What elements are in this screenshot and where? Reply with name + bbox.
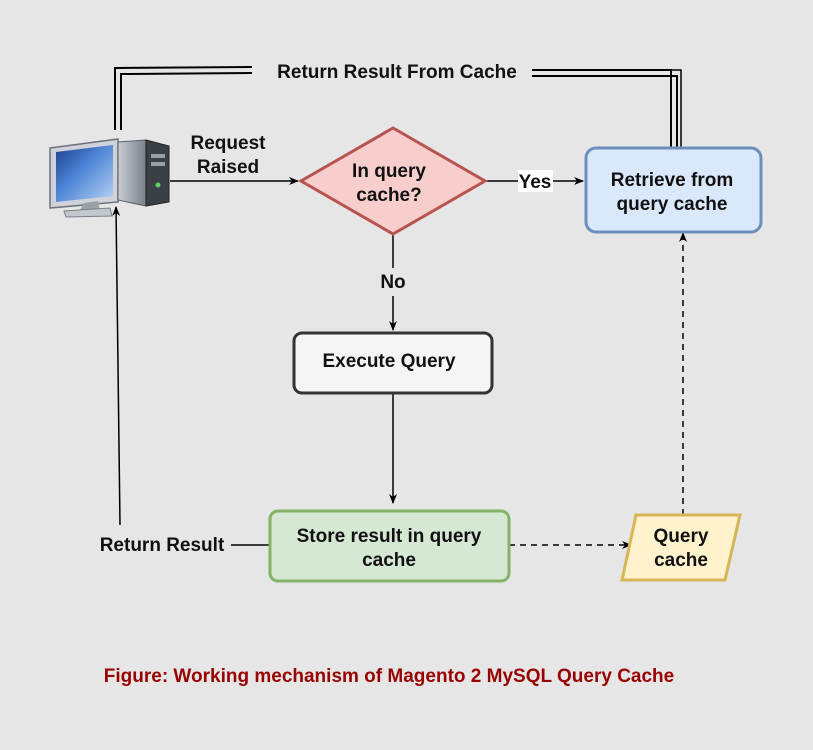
store-label-line2: cache <box>362 550 416 571</box>
query-cache-label-line1: Query <box>654 526 709 547</box>
decision-label-line2: cache? <box>356 185 421 206</box>
retrieve-label-line1: Retrieve from <box>611 170 734 191</box>
yes-label: Yes <box>519 172 552 193</box>
retrieve-from-cache-box <box>584 146 763 234</box>
computer-icon <box>49 138 170 218</box>
return-from-cache-connector <box>114 66 682 148</box>
return-result-arrow <box>112 206 121 526</box>
no-label: No <box>380 272 405 293</box>
request-label-line2: Raised <box>197 157 259 178</box>
top-return-label: Return Result From Cache <box>277 62 517 83</box>
decision-in-query-cache <box>297 126 489 236</box>
decision-label-line1: In query <box>352 161 426 182</box>
store-label-line1: Store result in query <box>297 526 482 547</box>
yes-label-bg <box>518 170 553 192</box>
query-cache-data-shape <box>620 513 742 582</box>
query-cache-label-line2: cache <box>654 550 708 571</box>
retrieve-label-line2: query cache <box>617 194 728 215</box>
request-label-line1: Request <box>191 133 267 154</box>
store-result-box <box>268 509 511 583</box>
execute-label: Execute Query <box>322 351 455 372</box>
return-result-label: Return Result <box>100 535 225 556</box>
execute-query-box <box>292 331 494 395</box>
figure-caption: Figure: Working mechanism of Magento 2 M… <box>104 666 674 687</box>
